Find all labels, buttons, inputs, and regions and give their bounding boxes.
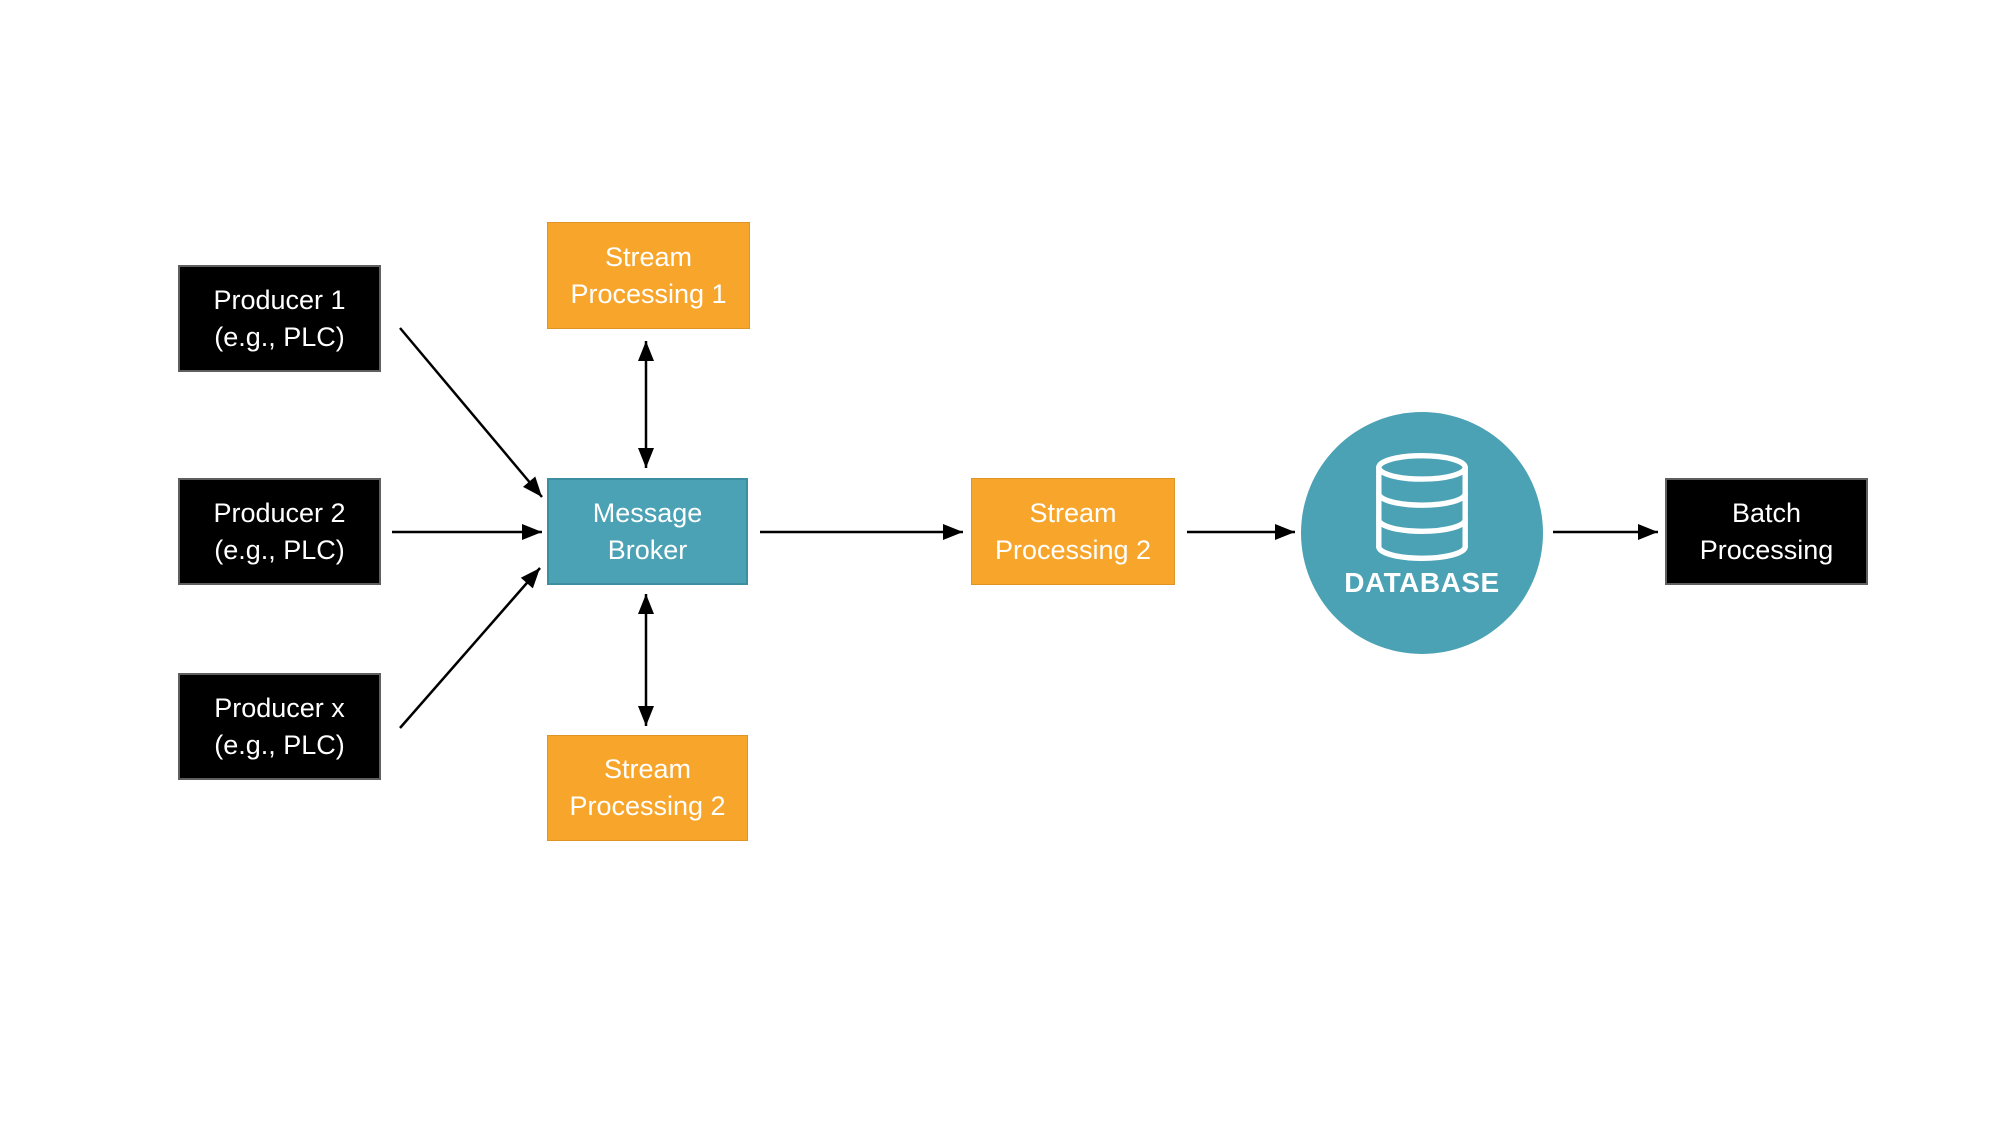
node-producer-x: Producer x (e.g., PLC)	[178, 673, 381, 780]
node-stream-processing-1: Stream Processing 1	[547, 222, 750, 329]
node-label: Producer 2	[213, 497, 346, 528]
node-label: Message	[592, 497, 703, 528]
database-label: DATABASE	[1344, 567, 1500, 598]
node-label: Producer 1	[213, 284, 346, 315]
node-sublabel: Processing 1	[570, 278, 727, 309]
node-stream-processing-2-bottom: Stream Processing 2	[547, 735, 748, 841]
node-label: Batch	[1731, 497, 1802, 528]
node-producer-1: Producer 1 (e.g., PLC)	[178, 265, 381, 372]
node-sublabel: Broker	[607, 534, 688, 565]
node-stream-processing-2-middle: Stream Processing 2	[971, 478, 1175, 585]
node-sublabel: Processing 2	[994, 534, 1152, 565]
arrow-producer-x-to-broker	[399, 567, 541, 729]
node-label: Stream	[1029, 497, 1117, 528]
node-sublabel: (e.g., PLC)	[214, 534, 345, 565]
node-batch-processing: Batch Processing	[1665, 478, 1868, 585]
node-database: DATABASE	[1301, 412, 1543, 654]
node-producer-2: Producer 2 (e.g., PLC)	[178, 478, 381, 585]
node-sublabel: Processing	[1699, 534, 1834, 565]
node-sublabel: (e.g., PLC)	[214, 729, 345, 760]
node-label: Stream	[603, 754, 692, 784]
node-sublabel: Processing 2	[569, 791, 726, 821]
node-message-broker: Message Broker	[547, 478, 748, 585]
node-label: Producer x	[214, 692, 345, 723]
database-icon	[1376, 453, 1468, 561]
node-sublabel: (e.g., PLC)	[214, 321, 345, 352]
arrow-producer-1-to-broker	[399, 327, 543, 498]
node-label: Stream	[604, 241, 693, 272]
